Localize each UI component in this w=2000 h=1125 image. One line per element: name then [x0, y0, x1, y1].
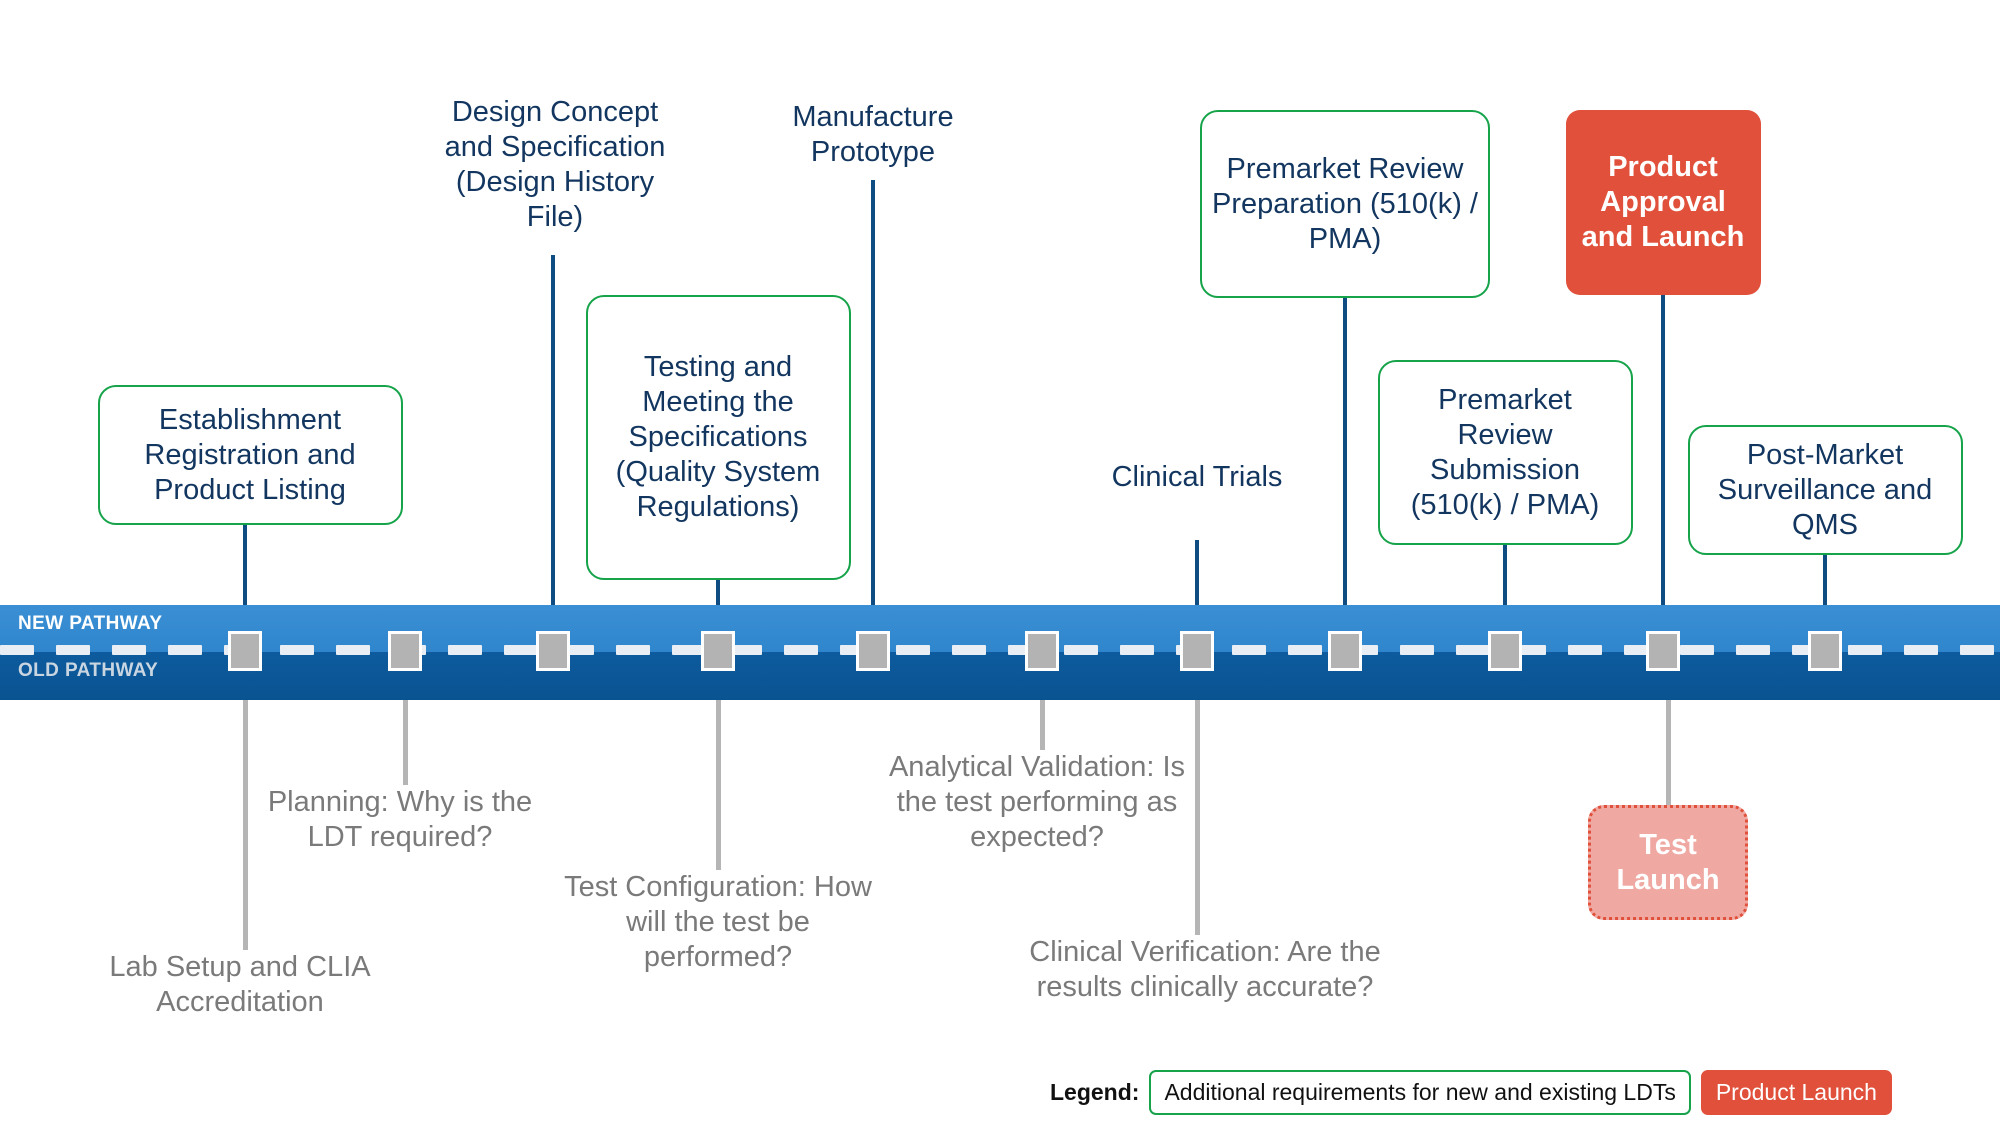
- legend: Legend: Additional requirements for new …: [1050, 1070, 1892, 1115]
- premarket-review-preparation-label: Premarket Review Preparation (510(k) / P…: [1212, 152, 1478, 255]
- milestone-marker[interactable]: [228, 631, 262, 671]
- analytical-validation[interactable]: Analytical Validation: Is the test perfo…: [872, 750, 1202, 855]
- testing-meeting-specifications-label: Testing and Meeting the Specifications (…: [615, 351, 821, 523]
- testing-meeting-specifications[interactable]: Testing and Meeting the Specifications (…: [585, 295, 851, 580]
- planning-ldt-label: Planning: Why is the LDT required?: [267, 786, 533, 853]
- product-approval-launch-label: Product Approval and Launch: [1581, 151, 1745, 253]
- premarket-review-preparation[interactable]: Premarket Review Preparation (510(k) / P…: [1200, 110, 1490, 298]
- connector-line: [242, 700, 248, 950]
- milestone-marker[interactable]: [1180, 631, 1214, 671]
- establishment-registration-label: Establishment Registration and Product L…: [144, 403, 356, 506]
- design-concept-label: Design Concept and Specification (Design…: [444, 96, 666, 233]
- connector-line: [1823, 555, 1827, 605]
- connector-line: [1039, 700, 1045, 750]
- connector-line: [1195, 540, 1199, 605]
- test-configuration[interactable]: Test Configuration: How will the test be…: [553, 870, 883, 975]
- planning-ldt[interactable]: Planning: Why is the LDT required?: [250, 785, 550, 855]
- connector-line: [1194, 700, 1200, 935]
- connector-line: [402, 700, 408, 785]
- post-market-surveillance-label: Post-Market Surveillance and QMS: [1717, 438, 1933, 541]
- new-pathway-label: NEW PATHWAY: [18, 613, 163, 634]
- analytical-validation-label: Analytical Validation: Is the test perfo…: [888, 751, 1186, 853]
- premarket-review-submission-label: Premarket Review Submission (510(k) / PM…: [1410, 383, 1600, 521]
- milestone-marker[interactable]: [1488, 631, 1522, 671]
- old-pathway-band: [0, 652, 2000, 700]
- lab-setup-clia[interactable]: Lab Setup and CLIA Accreditation: [75, 950, 405, 1020]
- post-market-surveillance[interactable]: Post-Market Surveillance and QMS: [1687, 425, 1963, 555]
- pathway-dashed-divider: [0, 645, 2000, 655]
- old-pathway-label: OLD PATHWAY: [18, 660, 159, 681]
- clinical-trials-label: Clinical Trials: [1111, 461, 1283, 493]
- milestone-marker[interactable]: [536, 631, 570, 671]
- milestone-marker[interactable]: [1646, 631, 1680, 671]
- product-approval-launch[interactable]: Product Approval and Launch: [1565, 110, 1761, 295]
- connector-line: [871, 180, 875, 605]
- legend-title: Legend:: [1050, 1079, 1140, 1105]
- milestone-marker[interactable]: [388, 631, 422, 671]
- test-launch[interactable]: Test Launch: [1588, 805, 1748, 920]
- test-launch-label: Test Launch: [1616, 828, 1720, 896]
- connector-line: [1665, 700, 1671, 805]
- clinical-trials[interactable]: Clinical Trials: [1097, 460, 1297, 495]
- milestone-marker[interactable]: [1025, 631, 1059, 671]
- establishment-registration[interactable]: Establishment Registration and Product L…: [97, 385, 403, 525]
- manufacture-prototype-label: Manufacture Prototype: [792, 101, 954, 168]
- milestone-marker[interactable]: [1808, 631, 1842, 671]
- clinical-verification[interactable]: Clinical Verification: Are the results c…: [1010, 935, 1400, 1005]
- connector-line: [716, 580, 720, 605]
- connector-line: [243, 525, 247, 605]
- test-configuration-label: Test Configuration: How will the test be…: [564, 871, 872, 973]
- connector-line: [1343, 298, 1347, 605]
- manufacture-prototype[interactable]: Manufacture Prototype: [748, 100, 998, 170]
- connector-line: [551, 255, 555, 605]
- connector-line: [1661, 295, 1665, 605]
- clinical-verification-label: Clinical Verification: Are the results c…: [1029, 936, 1381, 1003]
- milestone-marker[interactable]: [701, 631, 735, 671]
- milestone-marker[interactable]: [856, 631, 890, 671]
- milestone-marker[interactable]: [1328, 631, 1362, 671]
- connector-line: [715, 700, 721, 870]
- legend-item-product-launch: Product Launch: [1700, 1070, 1892, 1115]
- connector-line: [1503, 545, 1507, 605]
- lab-setup-clia-label: Lab Setup and CLIA Accreditation: [109, 951, 371, 1018]
- design-concept[interactable]: Design Concept and Specification (Design…: [430, 95, 680, 235]
- premarket-review-submission[interactable]: Premarket Review Submission (510(k) / PM…: [1377, 360, 1633, 545]
- legend-item-additional-requirements: Additional requirements for new and exis…: [1149, 1070, 1691, 1115]
